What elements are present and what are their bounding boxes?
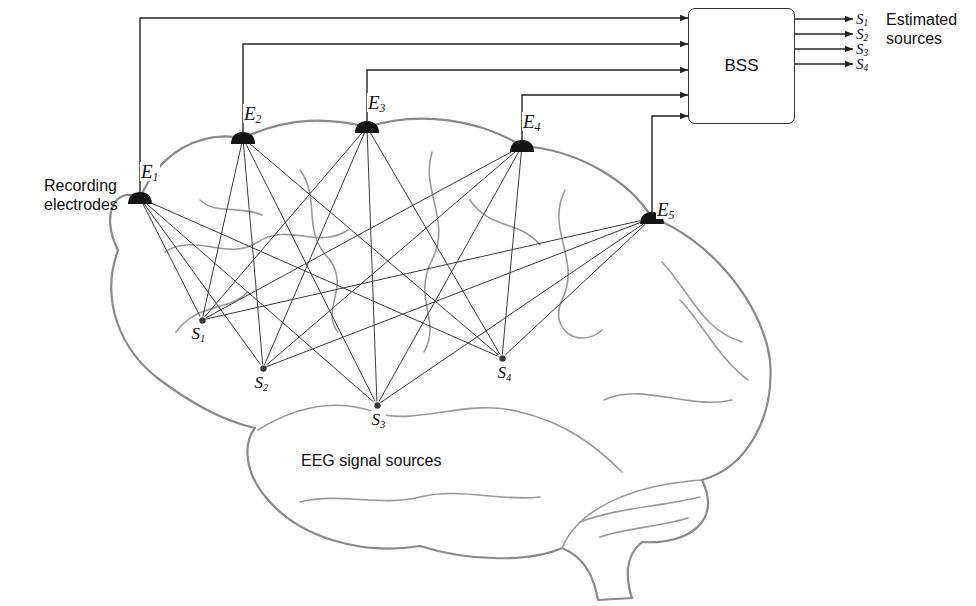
signal-wire	[522, 95, 688, 140]
propagation-path	[144, 204, 260, 365]
sources-caption: EEG signal sources	[298, 452, 445, 470]
electrode-cap-shape	[128, 192, 152, 204]
source-dot-shape	[260, 365, 266, 371]
source-label: S1	[191, 325, 207, 342]
output-arrow	[795, 33, 853, 34]
electrode-cap	[231, 132, 255, 144]
box-title: BSS	[724, 56, 758, 76]
propagation-path	[506, 224, 646, 355]
symbol-letter: S	[498, 363, 507, 382]
output-source-label: S2	[856, 27, 868, 42]
brain-outline	[110, 119, 770, 600]
brain-gyri	[165, 152, 748, 548]
outputs-caption: Estimated sources	[886, 10, 970, 48]
bss-box: BSS	[688, 8, 795, 124]
symbol-letter: E	[523, 111, 535, 132]
symbol-letter: S	[856, 11, 864, 27]
symbol-index: 2	[864, 33, 869, 43]
source-label: S2	[254, 374, 270, 391]
electrodes-caption: Recording electrodes	[44, 176, 124, 214]
output-arrow	[795, 48, 853, 49]
signal-source: S1	[199, 317, 206, 324]
recording-electrode: E1	[128, 192, 152, 204]
recording-electrode: E5	[640, 212, 664, 224]
electrode-label: E3	[367, 93, 387, 112]
signal-source: S2	[260, 365, 267, 372]
output-source-label: S3	[856, 42, 868, 57]
electrode-cap	[510, 140, 534, 152]
signal-wire	[243, 44, 688, 132]
output-arrow	[795, 18, 853, 19]
source-dot	[260, 365, 267, 372]
symbol-letter: S	[192, 324, 201, 343]
symbol-letter: E	[244, 103, 256, 124]
electrode-label: E1	[140, 162, 160, 181]
symbol-letter: E	[657, 199, 669, 220]
symbol-index: 4	[864, 63, 869, 73]
symbol-index: 4	[535, 121, 541, 134]
source-dot-shape	[374, 402, 380, 408]
electrode-label: E2	[243, 104, 263, 123]
recording-electrode: E4	[510, 140, 534, 152]
propagation-path	[206, 152, 512, 318]
output-arrows	[795, 19, 853, 64]
output-source-label: S1	[856, 12, 868, 27]
electrode-cap-shape	[510, 140, 534, 152]
source-label: S3	[371, 411, 387, 428]
output-source-label: S4	[856, 57, 868, 72]
symbol-letter: S	[856, 26, 864, 42]
propagation-path	[367, 133, 377, 402]
propagation-path	[379, 152, 519, 402]
propagation-path	[267, 152, 516, 365]
signal-wire	[652, 116, 688, 212]
symbol-index: 1	[864, 18, 869, 28]
source-dot-shape	[499, 355, 505, 361]
signal-source: S3	[374, 402, 381, 409]
symbol-index: 3	[864, 48, 869, 58]
propagation-path	[265, 133, 365, 365]
signal-wire	[140, 18, 688, 192]
symbol-index: 2	[263, 381, 268, 392]
source-dot	[374, 402, 381, 409]
electrode-cap-shape	[355, 121, 379, 133]
propagation-path	[203, 144, 242, 317]
symbol-index: 1	[153, 171, 159, 184]
propagation-path	[371, 133, 501, 355]
symbol-index: 5	[669, 209, 675, 222]
output-arrow	[795, 63, 853, 64]
symbol-index: 4	[506, 371, 511, 382]
symbol-letter: S	[255, 373, 264, 392]
propagation-path	[502, 152, 521, 355]
recording-electrode: E2	[231, 132, 255, 144]
electrode-label: E4	[522, 112, 542, 131]
electrode-cap	[355, 121, 379, 133]
propagation-path	[381, 224, 644, 403]
symbol-index: 3	[380, 102, 386, 115]
symbol-letter: S	[856, 41, 864, 57]
symbol-index: 3	[380, 418, 385, 429]
source-dot	[199, 317, 206, 324]
propagation-path	[267, 223, 641, 367]
recording-electrode: E3	[355, 121, 379, 133]
symbol-letter: S	[372, 410, 381, 429]
electrode-cap	[128, 192, 152, 204]
symbol-index: 1	[200, 332, 205, 343]
symbol-letter: E	[141, 161, 153, 182]
propagation-path	[244, 144, 263, 365]
electrode-cap-shape	[231, 132, 255, 144]
source-dot-shape	[199, 317, 205, 323]
symbol-letter: E	[368, 92, 380, 113]
signal-source: S4	[499, 355, 506, 362]
source-dot	[499, 355, 506, 362]
electrode-label: E5	[656, 200, 676, 219]
symbol-index: 2	[256, 113, 262, 126]
symbol-letter: S	[856, 56, 864, 72]
source-label: S4	[497, 364, 513, 381]
